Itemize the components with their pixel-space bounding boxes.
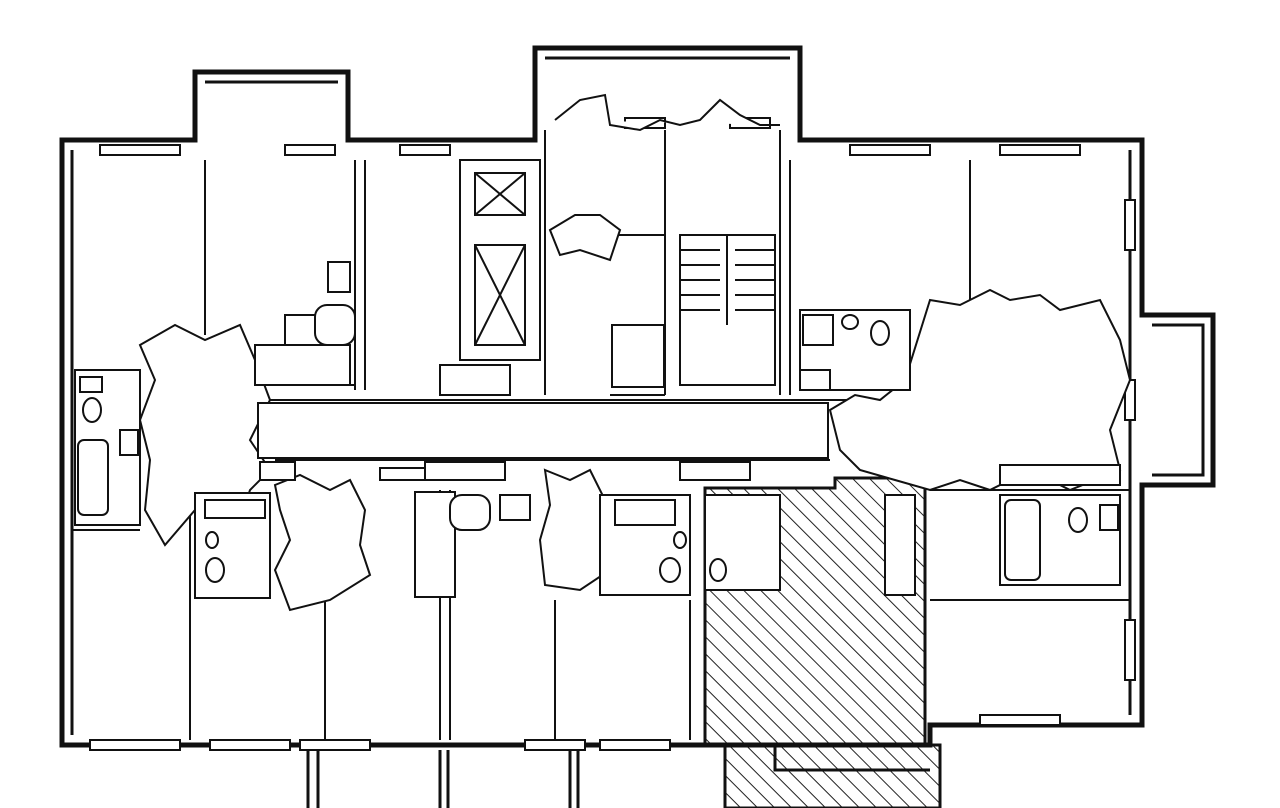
bathrooms <box>74 261 1121 599</box>
kitchen-counters <box>259 461 751 481</box>
elevators <box>439 159 541 396</box>
corridor <box>257 402 829 459</box>
door-openings <box>138 93 1132 612</box>
stairwell <box>611 234 776 388</box>
balconies <box>306 745 930 808</box>
windows <box>89 117 1136 751</box>
interior-walls <box>72 130 1130 740</box>
